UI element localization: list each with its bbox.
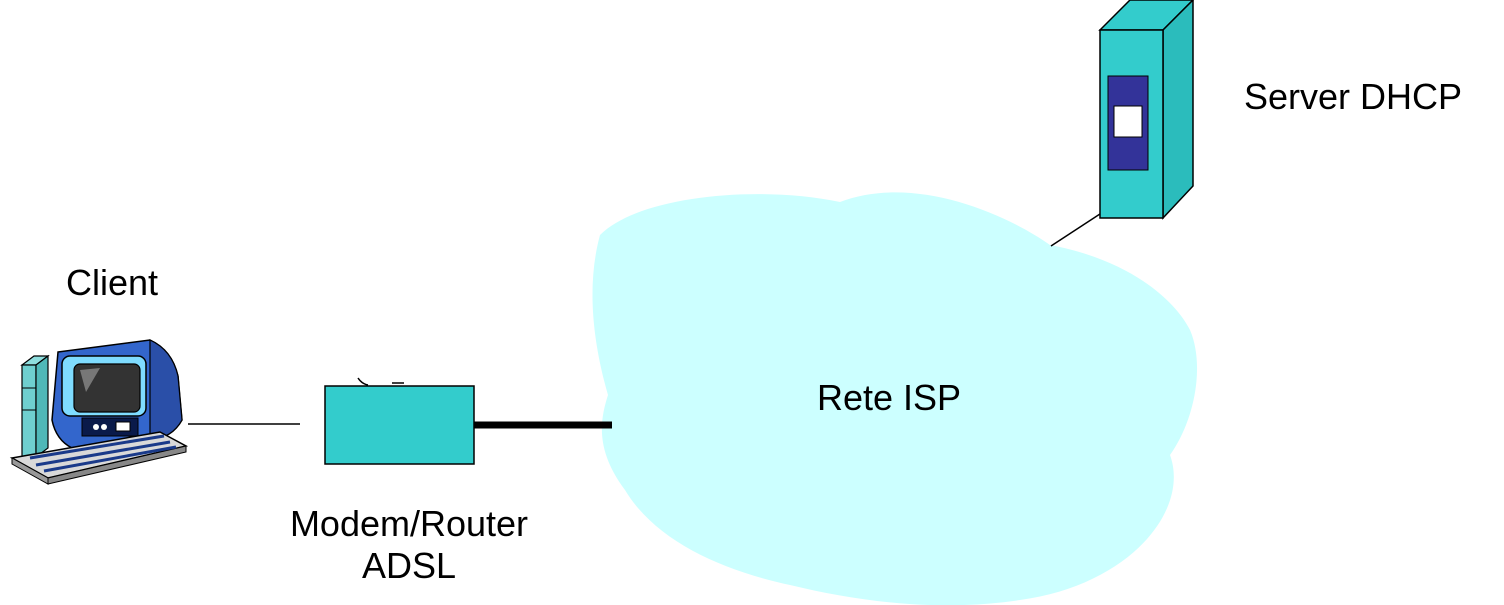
server-isp-link (1050, 211, 1104, 247)
modem-router-label-line1: Modem/Router (289, 503, 529, 544)
desktop-computer-icon (9, 339, 189, 485)
server-dhcp-label: Server DHCP (1244, 76, 1463, 117)
client-label: Client (66, 262, 159, 303)
isp-network-label: Rete ISP (817, 377, 962, 418)
isp-cloud (592, 192, 1198, 605)
modem-router-device (324, 377, 475, 465)
modem-router-label-line2: ADSL (361, 545, 457, 586)
modem-router-label: Modem/Router ADSL (264, 503, 554, 587)
server-tower-icon (1098, 0, 1195, 220)
